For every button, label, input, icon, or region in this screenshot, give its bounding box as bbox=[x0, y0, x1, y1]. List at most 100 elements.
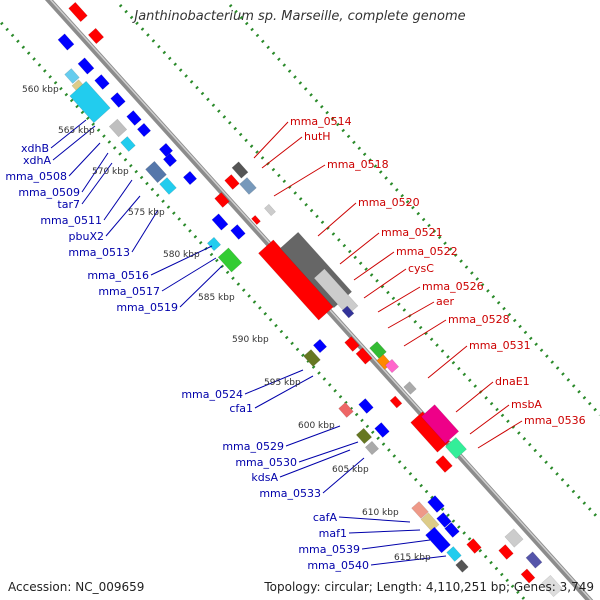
gene-feature-9 bbox=[162, 152, 178, 168]
left-gene-label: maf1 bbox=[319, 527, 347, 540]
gene-feature-21 bbox=[217, 247, 243, 273]
right-gene-label: mma_0536 bbox=[524, 414, 586, 427]
right-gene-label: hutH bbox=[304, 130, 331, 143]
left-label-leader bbox=[68, 142, 101, 177]
left-gene-label: mma_0511 bbox=[40, 214, 102, 227]
left-label-leader bbox=[161, 257, 217, 292]
gene-feature-51 bbox=[420, 512, 440, 532]
left-label-leader bbox=[348, 529, 421, 534]
right-label-leader bbox=[339, 232, 380, 265]
right-label-leader bbox=[377, 286, 421, 313]
position-tick-label: 560 kbp bbox=[22, 85, 59, 95]
figure-title: Janthinobacterium sp. Marseille, complet… bbox=[134, 9, 466, 24]
right-gene-label: mma_0531 bbox=[469, 339, 531, 352]
right-gene-label: cysC bbox=[408, 262, 434, 275]
position-tick-label: 570 kbp bbox=[92, 167, 129, 177]
gene-feature-45 bbox=[364, 440, 380, 456]
gene-feature-7 bbox=[136, 122, 152, 138]
position-tick-label: 600 kbp bbox=[298, 421, 335, 431]
right-label-leader bbox=[273, 164, 326, 197]
left-gene-label: cafA bbox=[313, 511, 338, 524]
label-leader-lines bbox=[50, 119, 523, 566]
right-gene-labels: mma_0514hutHmma_0518mma_0520mma_0521mma_… bbox=[290, 115, 586, 427]
left-label-leader bbox=[50, 119, 87, 149]
gene-feature-6 bbox=[126, 110, 142, 126]
gene-feature-2 bbox=[57, 33, 75, 51]
gene-feature-27 bbox=[251, 215, 261, 225]
right-gene-label: mma_0522 bbox=[396, 245, 458, 258]
gene-feature-55 bbox=[425, 526, 451, 554]
right-label-leader bbox=[455, 381, 494, 413]
right-label-leader bbox=[363, 268, 407, 299]
left-label-leader bbox=[370, 555, 447, 566]
left-label-leader bbox=[322, 457, 365, 494]
left-gene-label: mma_0529 bbox=[222, 440, 284, 453]
gene-feature-53 bbox=[436, 512, 452, 528]
gene-feature-58 bbox=[466, 538, 482, 554]
position-tick-label: 605 kbp bbox=[332, 465, 369, 475]
left-gene-label: mma_0539 bbox=[298, 543, 360, 556]
gene-feature-18 bbox=[211, 213, 229, 231]
gene-feature-14 bbox=[108, 118, 128, 138]
right-gene-label: mma_0528 bbox=[448, 313, 510, 326]
dotted-guide-lines bbox=[0, 3, 600, 600]
right-gene-label: mma_0521 bbox=[381, 226, 443, 239]
gene-features bbox=[57, 1, 563, 598]
right-label-leader bbox=[253, 121, 289, 159]
gene-feature-44 bbox=[374, 422, 390, 438]
right-gene-label: aer bbox=[436, 295, 455, 308]
gene-feature-24 bbox=[239, 177, 257, 195]
right-gene-label: mma_0518 bbox=[327, 158, 389, 171]
gene-feature-49 bbox=[435, 455, 453, 473]
gene-feature-4 bbox=[94, 74, 110, 90]
gene-feature-52 bbox=[427, 495, 445, 513]
position-tick-label: 610 kbp bbox=[362, 508, 399, 518]
gene-feature-30 bbox=[313, 268, 359, 316]
left-gene-label: mma_0533 bbox=[259, 487, 321, 500]
gene-feature-40 bbox=[303, 349, 321, 367]
left-gene-label: mma_0513 bbox=[68, 246, 130, 259]
left-gene-label: xdhB bbox=[21, 142, 49, 155]
left-label-leader bbox=[254, 375, 314, 409]
left-label-leader bbox=[285, 425, 341, 447]
right-gene-label: mma_0520 bbox=[358, 196, 420, 209]
position-tick-label: 615 kbp bbox=[394, 553, 431, 563]
dotted-guide-1 bbox=[118, 3, 600, 522]
position-tick-label: 590 kbp bbox=[232, 335, 269, 345]
gene-feature-62 bbox=[520, 568, 536, 584]
gene-feature-60 bbox=[498, 544, 514, 560]
left-label-leader bbox=[298, 441, 359, 463]
left-gene-label: mma_0516 bbox=[87, 269, 149, 282]
gene-feature-47 bbox=[420, 404, 460, 444]
left-label-leader bbox=[244, 369, 304, 395]
gene-feature-32 bbox=[344, 336, 360, 352]
right-label-leader bbox=[317, 202, 357, 237]
right-label-leader bbox=[427, 345, 468, 379]
left-label-leader bbox=[279, 449, 351, 478]
gene-feature-0 bbox=[68, 1, 88, 23]
left-label-leader bbox=[81, 152, 109, 193]
gene-feature-20 bbox=[206, 236, 222, 252]
dotted-guide-0 bbox=[0, 19, 527, 600]
gene-feature-11 bbox=[64, 68, 80, 84]
dotted-guide-2 bbox=[228, 3, 600, 417]
left-gene-label: mma_0517 bbox=[98, 285, 160, 298]
gene-feature-16 bbox=[145, 160, 167, 184]
left-gene-label: mma_0530 bbox=[235, 456, 297, 469]
right-label-leader bbox=[261, 136, 303, 169]
left-gene-label: kdsA bbox=[251, 471, 278, 484]
position-tick-label: 595 kbp bbox=[264, 378, 301, 388]
gene-feature-17 bbox=[159, 177, 177, 195]
right-label-leader bbox=[353, 251, 395, 281]
right-gene-label: mma_0526 bbox=[422, 280, 484, 293]
gene-feature-38 bbox=[389, 395, 403, 409]
gene-feature-43 bbox=[355, 427, 373, 445]
gene-feature-19 bbox=[230, 224, 246, 240]
gene-feature-15 bbox=[120, 136, 136, 152]
gene-feature-13 bbox=[69, 80, 111, 124]
left-gene-label: mma_0524 bbox=[181, 388, 243, 401]
left-label-leader bbox=[179, 265, 223, 308]
left-gene-label: tar7 bbox=[57, 198, 80, 211]
left-gene-label: mma_0519 bbox=[116, 301, 178, 314]
